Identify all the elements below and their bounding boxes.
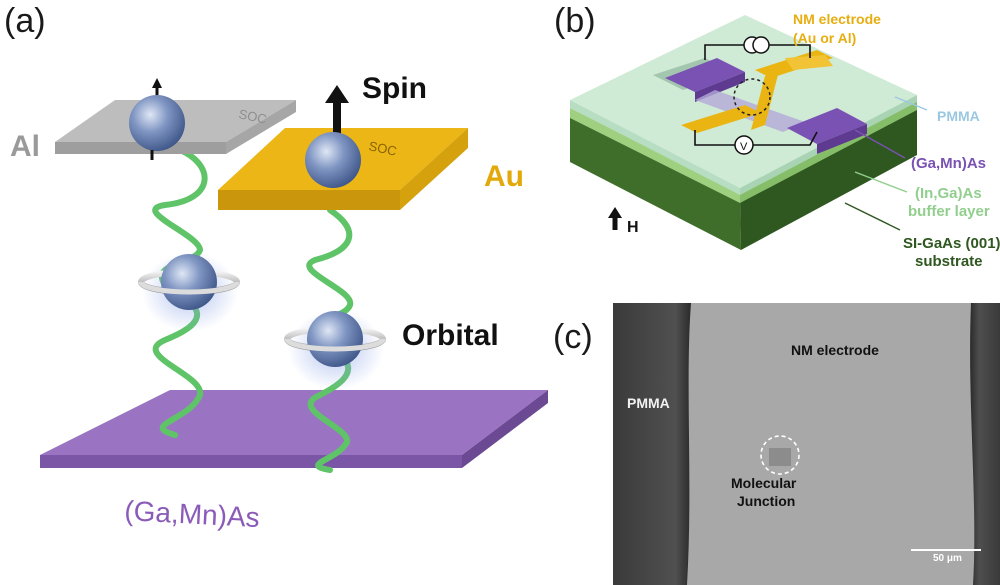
gamnas-layer: [40, 390, 548, 468]
panel-a-diagram: SOC SOC Al Au Spin Orbital (Ga,Mn)As: [10, 72, 548, 533]
scale-bar-label: 50 μm: [933, 553, 962, 564]
junction-circle: [760, 435, 800, 475]
soc-right-text: SOC: [367, 138, 398, 159]
field-arrow-icon: [608, 207, 622, 230]
panel-b-diagram: V H NM electrode (Au or Al) PMMA (Ga,Mn)…: [570, 11, 1000, 270]
nm-electrode-label-c: NM electrode: [791, 342, 879, 358]
pmma-region-right: [970, 303, 1000, 585]
spin-label: Spin: [362, 72, 427, 105]
pmma-label: PMMA: [937, 108, 980, 124]
junction-label-2: Junction: [737, 493, 796, 509]
orbital-sphere-left: [138, 252, 240, 332]
spin-sphere-al: [129, 78, 185, 160]
junction-label-1: Molecular: [731, 475, 797, 491]
al-label: Al: [10, 130, 40, 163]
callout-lines: [844, 96, 928, 231]
nm-electrode-label-1: NM electrode: [793, 11, 881, 27]
au-label: Au: [484, 160, 524, 193]
panel-a-label: (a): [4, 2, 46, 40]
field-label: H: [627, 219, 639, 236]
panel-c-label: (c): [553, 318, 593, 356]
ingaas-label-2: buffer layer: [908, 203, 990, 220]
panel-b-label: (b): [554, 2, 596, 40]
micrograph: PMMA NM electrode Molecular Junction 50 …: [613, 303, 1000, 585]
spin-sphere-au: [305, 85, 361, 188]
nm-electrode-label-2: (Au or Al): [793, 30, 856, 46]
substrate-label-1: SI-GaAs (001): [903, 235, 1000, 252]
pmma-label-c: PMMA: [627, 395, 670, 411]
junction-marker: [733, 78, 771, 116]
molecular-junction: [769, 448, 791, 466]
gamnas-label-b: (Ga,Mn)As: [911, 155, 986, 172]
orbital-sphere-right: [284, 310, 386, 390]
pmma-region-left: [613, 303, 691, 585]
soc-left-text: SOC: [237, 106, 268, 127]
nm-electrode: [681, 50, 833, 133]
voltmeter-icon: V: [734, 135, 754, 155]
current-source-icon: [743, 36, 770, 54]
orbital-label: Orbital: [402, 319, 499, 352]
ingaas-label-1: (In,Ga)As: [915, 185, 982, 202]
measurement-circuit: [694, 44, 818, 146]
substrate-label-2: substrate: [915, 253, 983, 270]
svg-text:V: V: [740, 141, 748, 153]
gamnas-label: (Ga,Mn)As: [124, 495, 261, 533]
